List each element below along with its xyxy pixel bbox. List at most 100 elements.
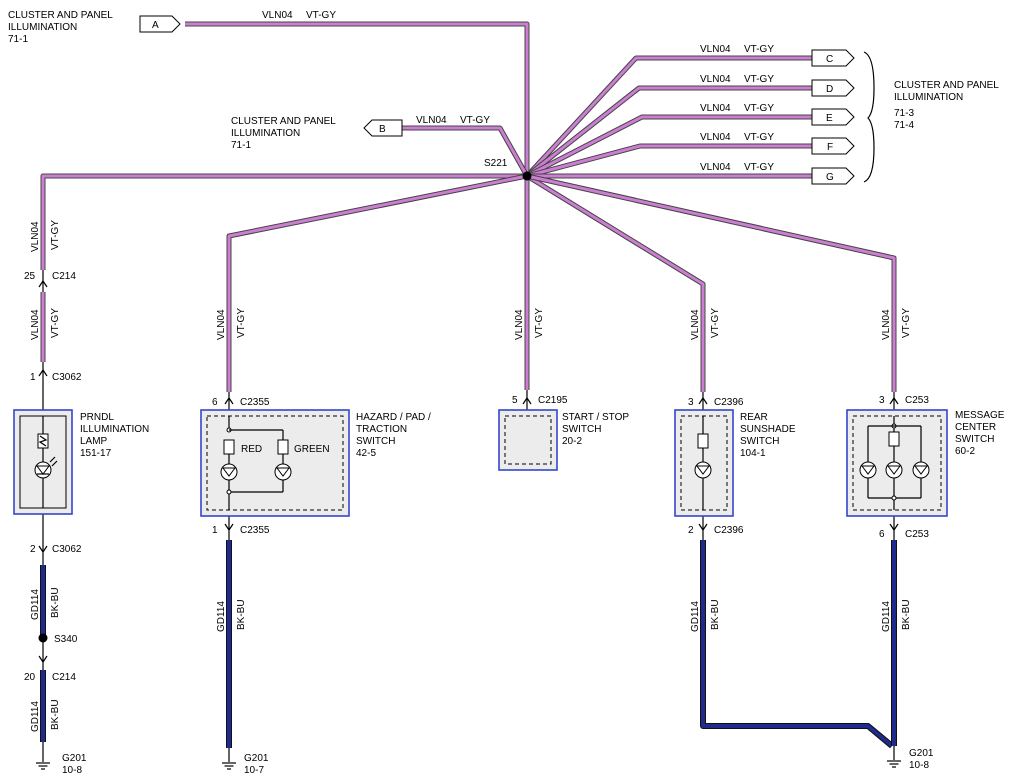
pin-number: 3 — [688, 397, 694, 408]
ref-a-page: 71-1 — [8, 34, 28, 45]
ground-page: 10-8 — [62, 765, 82, 776]
pin-number: 1 — [30, 372, 36, 383]
led-icon — [885, 461, 903, 479]
svg-text:VT-GY: VT-GY — [744, 74, 774, 85]
led-icon — [34, 461, 52, 479]
component-name: SWITCH — [740, 436, 779, 447]
ground-right-page: 10-8 — [909, 760, 929, 771]
connector-id: C2355 — [240, 397, 270, 408]
svg-text:VT-GY: VT-GY — [744, 132, 774, 143]
svg-text:VT-GY: VT-GY — [744, 44, 774, 55]
ground-right-name: G201 — [909, 748, 934, 759]
ground-icon — [221, 762, 237, 770]
svg-text:VT-GY: VT-GY — [710, 308, 721, 338]
svg-text:VLN04: VLN04 — [700, 132, 731, 143]
rear-sunshade-switch: 3 C2396 REAR SUNSHADE SWITCH 104-1 2 C23… — [674, 397, 796, 536]
svg-text:GD114: GD114 — [30, 589, 41, 620]
connector-tag-a[interactable]: A — [139, 15, 181, 33]
svg-text:VLN04: VLN04 — [262, 10, 293, 21]
led-icon — [912, 461, 930, 479]
splice-s221-label: S221 — [484, 158, 508, 169]
pin-number: 25 — [24, 271, 36, 282]
svg-text:BK-BU: BK-BU — [50, 587, 61, 618]
connector-id: C253 — [905, 395, 929, 406]
hazard-pad-traction-switch: 6 C2355 RED GREEN HAZARD / PAD / TRACTIO… — [200, 397, 431, 776]
ground-name: G201 — [62, 753, 87, 764]
resistor-icon — [277, 439, 289, 455]
svg-text:A: A — [152, 20, 159, 31]
horizontal-wire-labels: VLN04 VT-GY VLN04 VT-GY VLN04 VT-GY VLN0… — [262, 10, 774, 173]
pin-number: 5 — [512, 395, 518, 406]
ground-icon — [886, 760, 902, 768]
ref-a-title2: ILLUMINATION — [8, 22, 77, 33]
connector-tag-b[interactable]: B — [363, 119, 403, 137]
svg-text:GD114: GD114 — [690, 601, 701, 632]
page-ref: 42-5 — [356, 448, 376, 459]
thin-leads — [42, 270, 895, 762]
svg-text:BK-BU: BK-BU — [236, 599, 247, 630]
svg-text:VLN04: VLN04 — [690, 309, 701, 340]
connector-tag-e[interactable]: E — [811, 108, 855, 126]
svg-text:VLN04: VLN04 — [700, 162, 731, 173]
svg-text:E: E — [826, 113, 833, 124]
led-icon — [694, 461, 712, 479]
connector-tag-g[interactable]: G — [811, 167, 855, 185]
pin-number: 6 — [212, 397, 218, 408]
svg-text:VLN04: VLN04 — [216, 309, 227, 340]
svg-text:VLN04: VLN04 — [700, 103, 731, 114]
pin-number: 20 — [24, 672, 36, 683]
connector-id: C253 — [905, 529, 929, 540]
svg-text:VT-GY: VT-GY — [50, 220, 61, 250]
svg-text:GD114: GD114 — [881, 601, 892, 632]
ref-b-page: 71-1 — [231, 140, 251, 151]
ref-a-title1: CLUSTER AND PANEL — [8, 10, 113, 21]
splice-s340-label: S340 — [54, 634, 78, 645]
connector-tag-f[interactable]: F — [811, 137, 855, 155]
svg-text:VT-GY: VT-GY — [744, 162, 774, 173]
ground-page: 10-7 — [244, 765, 264, 776]
led-green-label: GREEN — [294, 444, 330, 455]
ground-icon — [35, 762, 51, 770]
pin-number: 2 — [688, 525, 694, 536]
page-ref: 151-17 — [80, 448, 112, 459]
ref-cg-page2: 71-4 — [894, 120, 914, 131]
svg-text:BK-BU: BK-BU — [901, 599, 912, 630]
component-name: SUNSHADE — [740, 424, 796, 435]
led-red-label: RED — [241, 444, 262, 455]
svg-text:VLN04: VLN04 — [700, 44, 731, 55]
connector-tag-d[interactable]: D — [811, 79, 855, 97]
message-center-switch: 3 C253 MESSAGE CENTER SWITCH 60-2 6 C253 — [846, 395, 1005, 540]
page-ref: 104-1 — [740, 448, 766, 459]
ref-cg-page1: 71-3 — [894, 108, 914, 119]
connector-tag-c[interactable]: C — [811, 49, 855, 67]
splice-s340-dot — [38, 633, 48, 643]
connector-id: C2396 — [714, 397, 744, 408]
start-stop-switch: 5 C2195 START / STOP SWITCH 20-2 — [498, 395, 629, 471]
page-ref: 20-2 — [562, 436, 582, 447]
ref-cg-title2: ILLUMINATION — [894, 92, 963, 103]
resistor-icon — [888, 431, 900, 447]
component-name: START / STOP — [562, 412, 629, 423]
connector-id: C214 — [52, 271, 76, 282]
svg-text:G: G — [826, 172, 834, 183]
svg-text:VLN04: VLN04 — [881, 309, 892, 340]
component-name: HAZARD / PAD / — [356, 412, 431, 423]
svg-text:VT-GY: VT-GY — [534, 308, 545, 338]
svg-text:VT-GY: VT-GY — [236, 308, 247, 338]
component-name: PRNDL — [80, 412, 114, 423]
svg-text:BK-BU: BK-BU — [50, 699, 61, 730]
svg-text:BK-BU: BK-BU — [710, 599, 721, 630]
svg-text:VT-GY: VT-GY — [50, 308, 61, 338]
vt-gy-wires — [40, 21, 897, 392]
connector-id: C214 — [52, 672, 76, 683]
svg-text:VLN04: VLN04 — [30, 221, 41, 252]
pin-number: 6 — [879, 529, 885, 540]
svg-text:C: C — [826, 54, 833, 65]
svg-text:GD114: GD114 — [216, 601, 227, 632]
svg-text:VLN04: VLN04 — [514, 309, 525, 340]
component-name: SWITCH — [562, 424, 601, 435]
prndl-illumination-lamp: 25 C214 1 C3062 PRNDL ILLUMINATION LAMP … — [13, 271, 149, 776]
svg-text:VT-GY: VT-GY — [460, 115, 490, 126]
resistor-icon — [697, 433, 709, 449]
